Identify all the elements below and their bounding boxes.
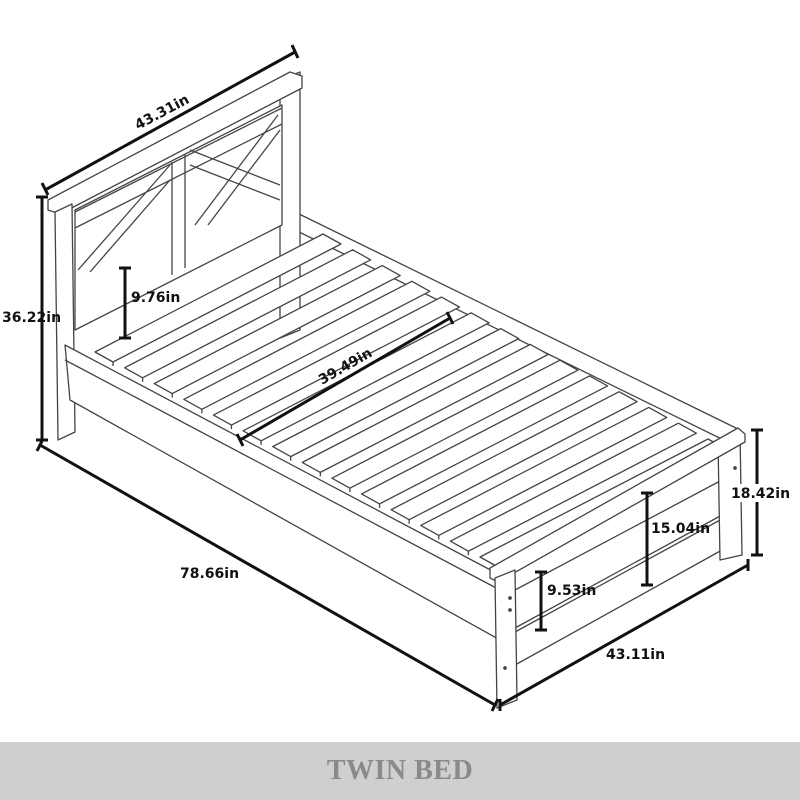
- slat: [331, 359, 579, 489]
- slat: [360, 375, 609, 505]
- slat: [123, 249, 372, 379]
- slat: [212, 296, 461, 426]
- headboard-top-cap: [47, 71, 303, 215]
- slat: [153, 264, 401, 395]
- headboard-height-label: 36.22in: [2, 310, 61, 326]
- footboard-left-post: [494, 569, 518, 709]
- slat: [390, 391, 638, 521]
- footboard-panel-top-label: 15.04in: [651, 521, 710, 537]
- dimension-lines: [35, 44, 763, 712]
- footboard-top-cap: [489, 427, 746, 583]
- slat: [420, 406, 668, 537]
- headboard-panel: [74, 104, 283, 331]
- title-banner: TWIN BED: [0, 742, 800, 800]
- footboard-width-label: 43.11in: [606, 647, 665, 663]
- slat: [272, 327, 520, 458]
- headboard-panel-height-label: 9.76in: [131, 290, 180, 306]
- slat: [449, 422, 698, 552]
- product-title: TWIN BED: [326, 755, 474, 786]
- slat: [242, 312, 490, 442]
- slat: [301, 343, 549, 474]
- bed-length-label: 78.66in: [180, 566, 239, 582]
- slat: [183, 280, 431, 410]
- bed-drawing: 43.31in 36.22in 9.76in 39.49in 78.66in 4…: [2, 44, 791, 712]
- slat: [94, 233, 342, 363]
- footboard-height-label: 18.42in: [731, 486, 790, 502]
- footboard-panel-height-label: 9.53in: [547, 583, 596, 599]
- slats: [94, 233, 727, 571]
